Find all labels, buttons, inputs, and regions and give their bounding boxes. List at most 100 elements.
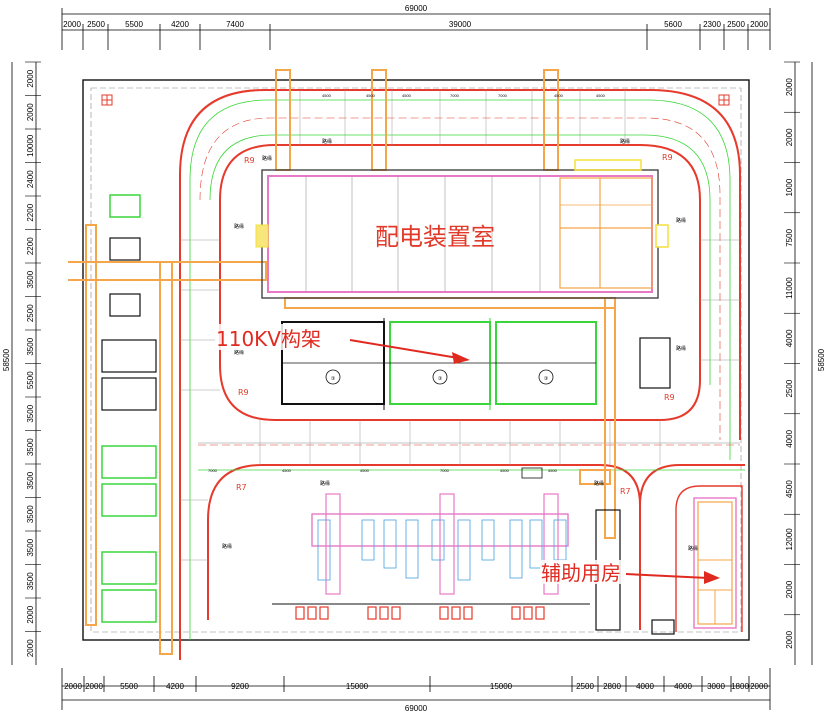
bottom-dim: 2000: [750, 682, 768, 691]
vertical-dim: 1000: [785, 178, 794, 196]
curb-label: 路缘: [620, 138, 630, 145]
vertical-dim: 3500: [26, 270, 35, 288]
switchgear-area: [311, 337, 675, 635]
vertical-dim: 2500: [785, 379, 794, 397]
top-dim: 2300: [703, 20, 721, 29]
radius-label: R9: [244, 156, 255, 165]
top-dim: 2500: [727, 20, 745, 29]
vertical-dim: 3500: [26, 337, 35, 355]
bottom-dim: 2500: [576, 682, 594, 691]
building-label: 配电装置室: [375, 223, 495, 251]
vertical-dim: 3500: [26, 404, 35, 422]
radius-label: R7: [620, 487, 631, 496]
top-dim: 7400: [226, 20, 244, 29]
bottom-dim: 15000: [490, 682, 513, 691]
road-width: 7000: [498, 93, 508, 98]
vertical-dim: 2000: [26, 605, 35, 623]
radius-label: R9: [664, 393, 675, 402]
top-dim: 4200: [171, 20, 189, 29]
vertical-dim: 5500: [26, 371, 35, 389]
radius-labels: R9 R9 R9 R9 R7 R7: [236, 153, 675, 496]
road-width: 4500: [360, 468, 370, 473]
vertical-dim: 2000: [26, 103, 35, 121]
bottom-dim: 1800: [731, 682, 749, 691]
top-dimension-chain: 69000 2000 2500 5500 4200 7400 39000 560…: [61, 4, 771, 50]
curb-label: 路缘: [688, 545, 698, 552]
vertical-dim: 2000: [785, 580, 794, 598]
bottom-dim: 4200: [166, 682, 184, 691]
top-dim: 39000: [449, 20, 472, 29]
site-boundary-fence: [82, 79, 750, 641]
vertical-dim: 4000: [785, 429, 794, 447]
distribution-building: 配电装置室: [255, 159, 669, 299]
top-dim: 2000: [63, 20, 81, 29]
bottom-dim: 2000: [64, 682, 82, 691]
curb-label: 路缘: [222, 543, 232, 550]
aux-callout-text: 辅助用房: [541, 561, 621, 585]
vertical-dim: 2000: [26, 639, 35, 657]
aux-callout: 辅助用房: [540, 560, 720, 585]
road-width: 7000: [208, 468, 218, 473]
road-width: 4500: [500, 468, 510, 473]
vertical-dim: 2000: [785, 78, 794, 96]
road-width: 4500: [282, 468, 292, 473]
curb-label: 路缘: [234, 223, 244, 230]
vertical-dim: 2500: [26, 304, 35, 322]
bottom-dim: 4000: [674, 682, 692, 691]
bay-number: ③: [438, 376, 443, 382]
road-width: 4500: [402, 93, 412, 98]
top-dim: 5600: [664, 20, 682, 29]
top-dim: 2500: [87, 20, 105, 29]
bottom-dim: 2800: [603, 682, 621, 691]
corner-marker-icon: [718, 94, 730, 106]
left-dimension-chain: 58500 2000200010000240022002200350025003…: [2, 61, 41, 665]
top-dim: 5500: [125, 20, 143, 29]
curb-label: 路缘: [262, 155, 272, 162]
road-width-dims: 4500 4500 4500 7000 7000 4500 4500 7000 …: [208, 93, 606, 473]
corner-marker-icon: [101, 94, 113, 106]
curb-label: 路缘: [676, 217, 686, 224]
bay-number: ③: [331, 376, 336, 382]
vertical-dim: 12000: [785, 528, 794, 551]
bottom-total-dim: 69000: [405, 704, 428, 713]
bottom-dim: 2000: [85, 682, 103, 691]
curb-label: 路缘: [322, 138, 332, 145]
vertical-dim: 3500: [26, 438, 35, 456]
top-dim: 2000: [750, 20, 768, 29]
ring-road: [179, 89, 745, 660]
vertical-dim: 2400: [26, 170, 35, 188]
bay-number: ③: [544, 376, 549, 382]
left-total-dim: 58500: [2, 348, 11, 371]
vertical-dim: 2000: [785, 630, 794, 648]
curb-label: 路缘: [234, 349, 244, 356]
right-dimension-chain: 58500 2000200010007500110004000250040004…: [784, 61, 826, 665]
road-width: 4500: [554, 93, 564, 98]
road-width: 4500: [366, 93, 376, 98]
bus-line: [272, 603, 590, 620]
bottom-dim: 9200: [231, 682, 249, 691]
vertical-dim: 2200: [26, 203, 35, 221]
vertical-dim: 2000: [785, 128, 794, 146]
bottom-dim: 3000: [707, 682, 725, 691]
framework-bays: ③ ③ ③: [281, 318, 597, 410]
curb-label: 路缘: [676, 345, 686, 352]
vertical-dim: 4000: [785, 329, 794, 347]
radius-label: R9: [662, 153, 673, 162]
vertical-dim: 2000: [26, 69, 35, 87]
road-width: 4500: [322, 93, 332, 98]
road-width: 7000: [440, 468, 450, 473]
curb-label: 路缘: [594, 480, 604, 487]
road-width: 7000: [450, 93, 460, 98]
radius-label: R9: [238, 388, 249, 397]
curb-labels: 路缘 路缘 路缘 路缘 路缘 路缘 路缘 路缘 路缘 路缘 路缘: [222, 138, 698, 552]
bottom-dim: 15000: [346, 682, 369, 691]
vertical-dim: 10000: [26, 134, 35, 157]
top-total-dim: 69000: [405, 4, 428, 13]
vertical-dim: 11000: [785, 277, 794, 299]
bottom-dim: 4000: [636, 682, 654, 691]
auxiliary-building: [693, 497, 737, 629]
radius-label: R7: [236, 483, 247, 492]
vertical-dim: 3500: [26, 471, 35, 489]
left-equipment-column: [101, 194, 157, 623]
